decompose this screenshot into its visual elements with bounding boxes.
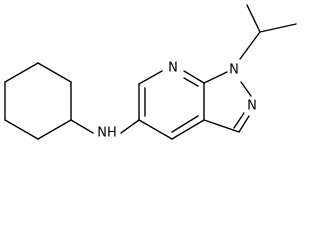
bond-c4-c5 — [138, 119, 173, 140]
bond-nh-c5 — [120, 119, 140, 134]
atom-label-nh: NH — [97, 126, 117, 141]
atom-label-n1: N — [229, 63, 239, 78]
bond-n1-n2 — [240, 81, 252, 97]
bond-cy6 — [4, 62, 39, 83]
bond-ch-me1 — [259, 23, 297, 33]
molecule-structure: NH N N N — [4, 4, 297, 141]
pyrazole-ring — [203, 71, 252, 133]
atom-label-n2: N — [247, 99, 257, 114]
bond-n1-ch — [239, 31, 261, 60]
bond-c6-n7 — [138, 70, 163, 85]
pyridine-ring — [138, 70, 205, 140]
bond-cy4 — [4, 119, 39, 140]
atom-label-n-pyridine: N — [168, 61, 178, 76]
bond-c3a-c4 — [171, 119, 205, 140]
bond-c3a-c4-inner — [171, 115, 199, 133]
bond-cy1 — [37, 62, 72, 83]
bond-n7-c7a-inner — [183, 77, 199, 87]
bond-n2-c3 — [238, 115, 250, 133]
bond-n2-c3-inner — [233, 112, 245, 129]
bond-c3-c3a — [203, 119, 240, 133]
cyclohexyl-ring — [4, 62, 72, 140]
isopropyl-group — [239, 4, 297, 60]
bond-c7a-n1 — [203, 71, 228, 84]
bond-cy-nh — [70, 119, 94, 134]
bond-cy3 — [37, 119, 72, 140]
structure-diagram: NH N N N — [4, 4, 297, 141]
bond-ch-me2 — [246, 4, 261, 33]
bond-n7-c7a — [183, 70, 205, 84]
